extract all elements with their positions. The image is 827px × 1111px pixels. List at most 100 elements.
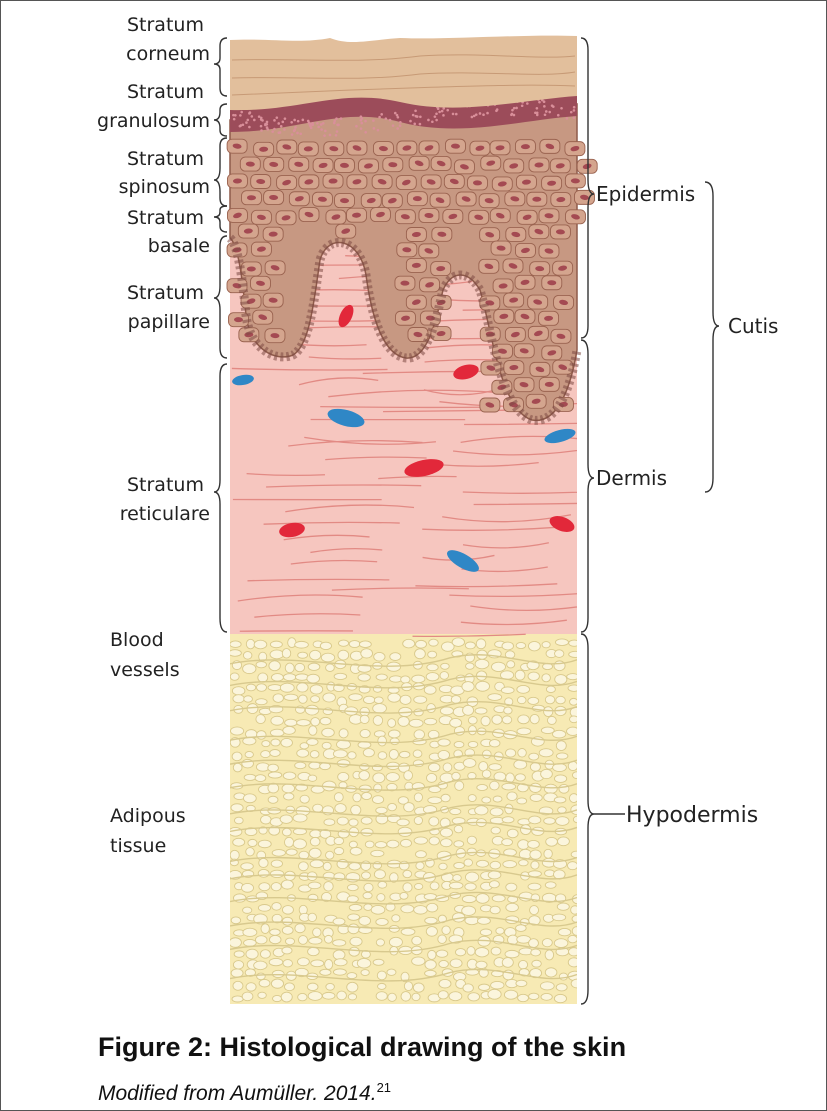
fat-cell bbox=[546, 686, 555, 693]
fat-cell bbox=[530, 763, 540, 772]
fat-cell bbox=[270, 729, 284, 736]
fat-cell bbox=[308, 913, 317, 921]
fat-cell bbox=[376, 674, 387, 680]
fat-cell bbox=[413, 750, 422, 758]
fat-cell bbox=[544, 707, 553, 717]
fat-cell bbox=[231, 804, 243, 812]
fat-cell bbox=[530, 714, 539, 723]
fat-cell bbox=[297, 749, 309, 757]
fat-cell bbox=[282, 828, 291, 836]
fat-cell bbox=[284, 983, 294, 991]
granule bbox=[515, 107, 518, 110]
fat-cell bbox=[374, 870, 385, 879]
fat-cell bbox=[439, 979, 451, 988]
fat-cell bbox=[284, 793, 294, 800]
fat-cell bbox=[293, 814, 307, 822]
granule bbox=[335, 134, 338, 137]
fat-cell bbox=[300, 795, 309, 803]
fat-cell bbox=[490, 781, 500, 790]
fat-cell bbox=[400, 695, 411, 704]
fat-cell bbox=[231, 727, 244, 735]
fat-cell bbox=[230, 673, 239, 680]
fat-cell bbox=[489, 740, 500, 747]
fat-cell bbox=[286, 849, 297, 855]
fat-cell bbox=[359, 641, 371, 648]
fat-cell bbox=[348, 914, 360, 920]
fat-cell bbox=[283, 772, 296, 779]
label-stratum-spinosum: Stratum spinosum bbox=[119, 148, 210, 198]
fat-cell bbox=[569, 651, 582, 657]
fat-cell bbox=[308, 992, 322, 1001]
fat-cell bbox=[298, 936, 307, 945]
fat-cell bbox=[542, 642, 550, 648]
fat-cell bbox=[363, 749, 374, 757]
fat-cell bbox=[272, 970, 284, 977]
granule bbox=[566, 117, 569, 120]
fat-cell bbox=[377, 894, 385, 902]
fat-cell bbox=[475, 708, 487, 714]
fat-cell bbox=[260, 950, 270, 958]
granule bbox=[538, 101, 541, 104]
fat-cell bbox=[272, 850, 285, 857]
fat-cell bbox=[347, 982, 358, 992]
fat-cell bbox=[339, 640, 349, 646]
fat-cell bbox=[364, 883, 373, 891]
fat-cell bbox=[454, 825, 463, 832]
fat-cell bbox=[322, 992, 335, 999]
granule bbox=[273, 128, 276, 131]
fat-cell bbox=[427, 903, 438, 912]
fat-cell bbox=[322, 742, 331, 749]
label-stratum-papillare: Stratum papillare bbox=[127, 282, 210, 333]
fat-cell bbox=[246, 949, 258, 959]
fat-cell bbox=[555, 675, 567, 685]
fat-cell bbox=[347, 973, 357, 979]
granule bbox=[329, 134, 332, 137]
fat-cell bbox=[284, 837, 293, 847]
fat-cell bbox=[545, 968, 557, 977]
fat-cell bbox=[271, 979, 283, 988]
fat-cell bbox=[415, 649, 426, 659]
fat-cell bbox=[401, 905, 414, 913]
granule bbox=[273, 119, 276, 122]
fat-cell bbox=[358, 674, 370, 681]
granule bbox=[573, 116, 576, 119]
granule bbox=[293, 119, 296, 122]
fat-cell bbox=[409, 719, 423, 727]
fat-cell bbox=[269, 661, 281, 671]
fat-cell bbox=[443, 763, 452, 772]
granule bbox=[333, 120, 336, 123]
fat-cell bbox=[463, 705, 474, 715]
fat-cell bbox=[392, 915, 400, 922]
granule bbox=[290, 121, 293, 124]
fat-cell bbox=[454, 862, 465, 868]
fat-cell bbox=[401, 928, 415, 935]
granule bbox=[409, 120, 412, 123]
fat-cell bbox=[233, 961, 243, 969]
fat-cell bbox=[476, 860, 488, 867]
fat-cell bbox=[507, 661, 515, 668]
fat-cell bbox=[388, 693, 401, 702]
granule bbox=[322, 122, 325, 125]
fat-cell bbox=[268, 764, 279, 772]
fat-cell bbox=[516, 642, 526, 648]
fat-cell bbox=[475, 948, 488, 957]
fat-cell bbox=[373, 704, 387, 714]
fat-cell bbox=[348, 994, 356, 1000]
fat-cell bbox=[374, 697, 383, 704]
fat-cell bbox=[475, 659, 489, 668]
fat-cell bbox=[452, 772, 461, 780]
fat-cell bbox=[490, 906, 500, 914]
granule bbox=[545, 110, 548, 113]
fat-cell bbox=[231, 917, 240, 924]
granule bbox=[441, 110, 444, 113]
granule bbox=[399, 124, 402, 127]
granule bbox=[281, 121, 284, 124]
fat-cell bbox=[466, 663, 475, 669]
fat-cell bbox=[361, 817, 372, 824]
fat-cell bbox=[428, 797, 442, 804]
granule bbox=[372, 119, 375, 122]
fat-cell bbox=[257, 973, 266, 980]
granule bbox=[560, 107, 563, 110]
fat-cell bbox=[438, 739, 450, 746]
fat-cell bbox=[311, 718, 320, 726]
